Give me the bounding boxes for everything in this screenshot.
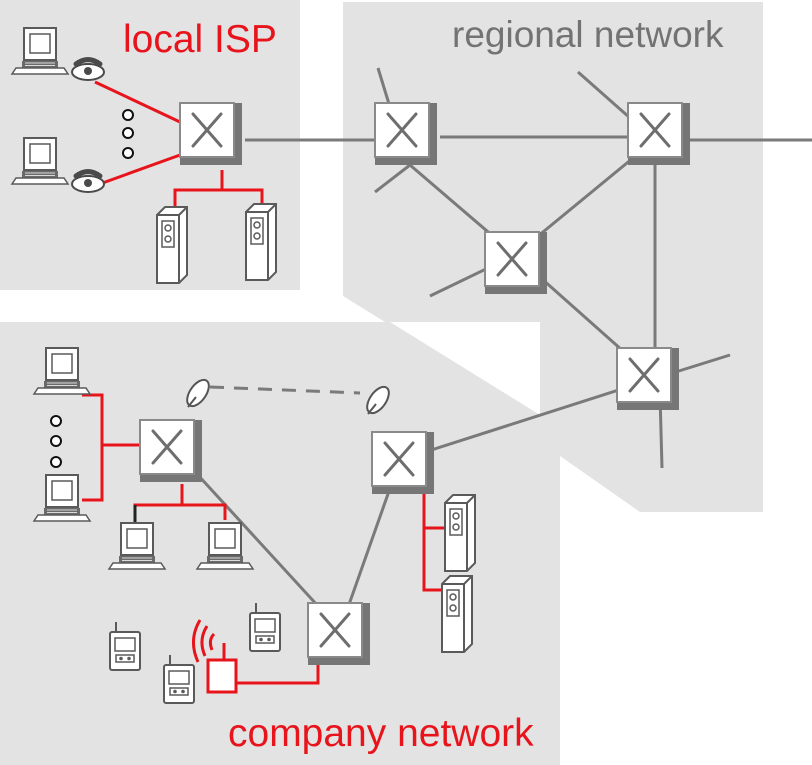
router-icon (615, 346, 681, 412)
router-icon (370, 430, 436, 496)
router-icon (306, 601, 372, 667)
router-icon (373, 101, 439, 167)
radio-link (209, 385, 361, 395)
router-icon (626, 101, 692, 167)
access-links (82, 80, 445, 685)
regional-network-label: regional network (452, 14, 724, 55)
server-icon (245, 203, 277, 281)
server-icon (156, 206, 188, 284)
ellipsis-dots-icon (122, 109, 134, 159)
ellipsis-dots-icon (50, 415, 62, 468)
local-isp-label: local ISP (123, 18, 277, 61)
router-icon (138, 418, 204, 484)
wireless-base-station-icon (192, 619, 238, 694)
router-icon (178, 101, 244, 167)
server-icon (441, 575, 473, 653)
server-icon (444, 494, 476, 572)
router-icon (483, 230, 549, 296)
company-network-label: company network (228, 712, 534, 755)
